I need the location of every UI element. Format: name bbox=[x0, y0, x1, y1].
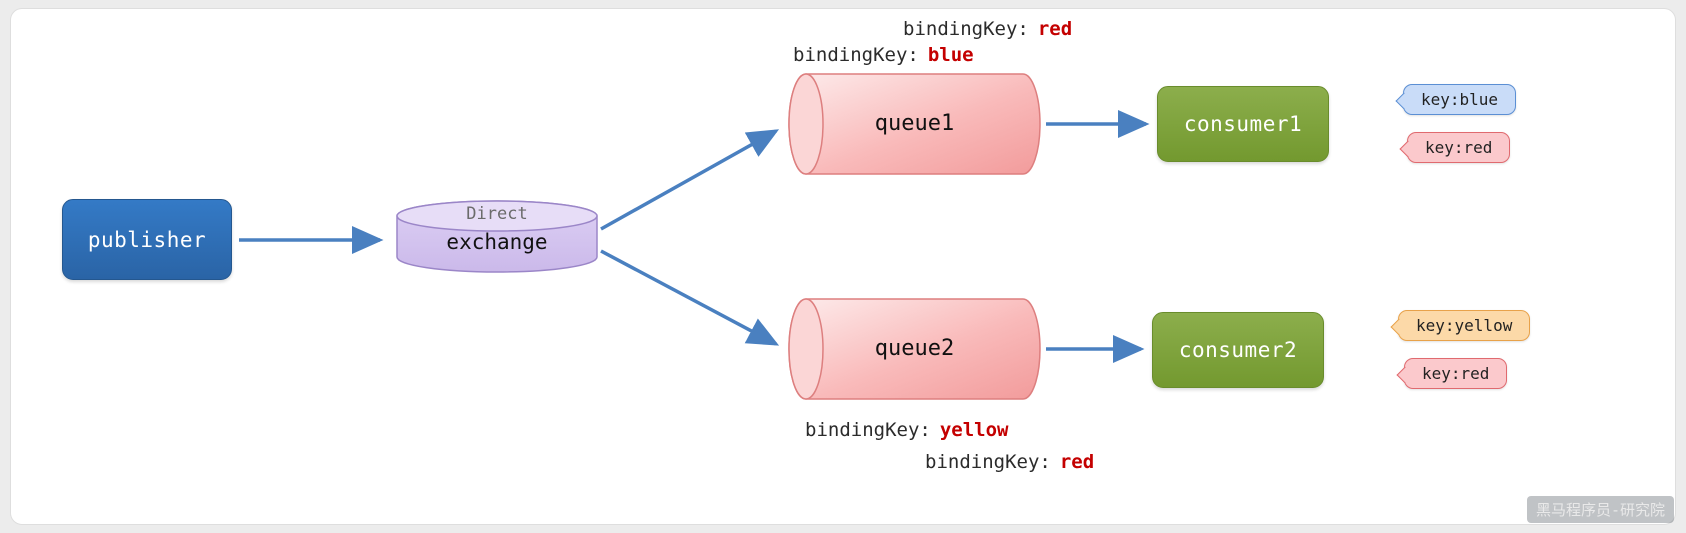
queue1-cylinder-end bbox=[788, 73, 824, 175]
queue2-cylinder-end bbox=[788, 298, 824, 400]
consumer2-label: consumer2 bbox=[1178, 338, 1298, 362]
consumer1-key-red-callout: key:red bbox=[1407, 132, 1511, 163]
binding-key-value: red bbox=[1059, 451, 1095, 473]
watermark: 黑马程序员-研究院 bbox=[1526, 496, 1674, 523]
callout-label: key:red bbox=[1425, 138, 1493, 157]
consumer2-key-yellow-callout: key:yellow bbox=[1398, 310, 1531, 341]
exchange-name-label: exchange bbox=[446, 230, 548, 254]
binding-key-queue1-red: bindingKey: red bbox=[903, 18, 1072, 40]
publisher-label: publisher bbox=[87, 227, 207, 252]
callout-label: key:blue bbox=[1421, 90, 1499, 109]
binding-key-value: blue bbox=[927, 44, 974, 66]
arrow-exchange-to-queue1 bbox=[600, 129, 780, 231]
binding-key-value: yellow bbox=[939, 419, 1009, 441]
exchange-cylinder-top bbox=[396, 200, 598, 232]
callout-label: key:red bbox=[1422, 364, 1490, 383]
binding-key-queue2-red: bindingKey: red bbox=[925, 451, 1094, 473]
binding-key-prefix: bindingKey: bbox=[925, 451, 1051, 473]
binding-key-prefix: bindingKey: bbox=[805, 419, 931, 441]
binding-key-value: red bbox=[1037, 18, 1073, 40]
consumer2-node: consumer2 bbox=[1152, 312, 1324, 388]
binding-key-prefix: bindingKey: bbox=[793, 44, 919, 66]
binding-key-prefix: bindingKey: bbox=[903, 18, 1029, 40]
consumer1-node: consumer1 bbox=[1157, 86, 1329, 162]
queue2-label: queue2 bbox=[874, 336, 955, 361]
publisher-node: publisher bbox=[62, 199, 232, 280]
queue1-label: queue1 bbox=[874, 111, 955, 136]
consumer1-label: consumer1 bbox=[1183, 112, 1303, 136]
arrow-exchange-to-queue2 bbox=[600, 249, 780, 346]
callout-label: key:yellow bbox=[1416, 316, 1513, 335]
binding-key-queue2-yellow: bindingKey: yellow bbox=[805, 419, 1008, 441]
exchange-type-label: Direct bbox=[466, 204, 528, 224]
consumer2-key-red-callout: key:red bbox=[1404, 358, 1508, 389]
binding-key-queue1-blue: bindingKey: blue bbox=[793, 44, 974, 66]
consumer1-key-blue-callout: key:blue bbox=[1403, 84, 1517, 115]
